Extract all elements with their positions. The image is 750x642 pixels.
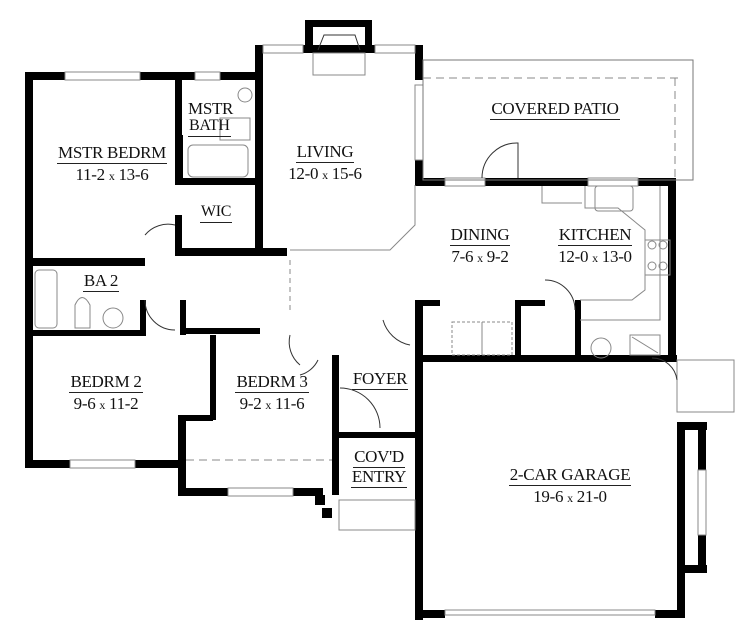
- fixtures: [34, 34, 735, 616]
- room-label-covered-patio: COVERED PATIO: [490, 99, 620, 120]
- room-label-covered-entry: COV'D ENTRY: [350, 447, 408, 488]
- room-label-master-bedroom: MSTR BEDRM 11-2 x 13-6: [57, 143, 167, 184]
- room-label-garage: 2-CAR GARAGE 19-6 x 21-0: [508, 465, 632, 506]
- room-label-walk-in-closet: WIC: [196, 203, 236, 223]
- room-label-kitchen: KITCHEN 12-0 x 13-0: [557, 225, 633, 266]
- room-label-dining: DINING 7-6 x 9-2: [449, 225, 511, 266]
- room-label-master-bath: MSTR BATH: [188, 100, 240, 137]
- exterior-walls: [25, 20, 707, 620]
- room-label-bath-2: BA 2: [82, 271, 120, 292]
- room-label-foyer: FOYER: [351, 369, 409, 390]
- room-label-bedroom-3: BEDRM 3 9-2 x 11-6: [235, 372, 309, 413]
- room-label-bedroom-2: BEDRM 2 9-6 x 11-2: [69, 372, 143, 413]
- room-label-living: LIVING 12-0 x 15-6: [288, 142, 362, 183]
